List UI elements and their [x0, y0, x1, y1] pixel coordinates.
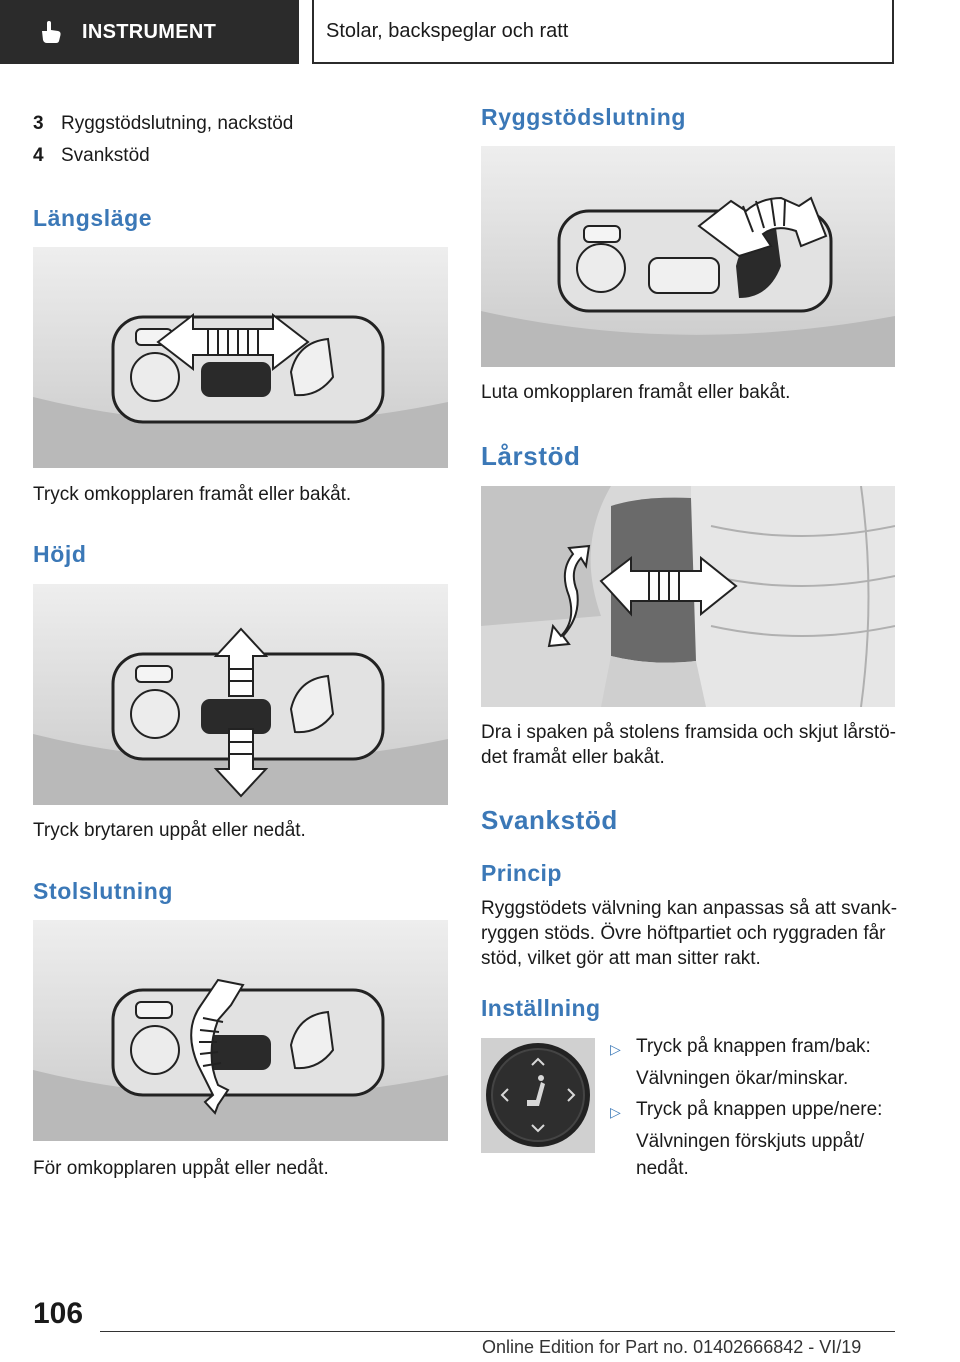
figure-langslage: [33, 247, 448, 468]
list-item-text: Ryggstödslutning, nackstöd: [61, 113, 294, 134]
heading-hojd: Höjd: [33, 541, 87, 567]
section-tab-label: INSTRUMENT: [82, 20, 217, 43]
step-action: Tryck på knappen fram/bak:: [636, 1036, 871, 1057]
princip-line: stöd, vilket gör att man sitter rakt.: [481, 948, 761, 969]
heading-installning: Inställning: [481, 995, 601, 1021]
heading-stolslutning: Stolslutning: [33, 878, 174, 904]
figure-hojd: [33, 584, 448, 805]
page-header: INSTRUMENT Stolar, backspeglar och ratt: [0, 0, 960, 66]
section-tab: INSTRUMENT: [0, 0, 299, 64]
heading-ryggstodslutning: Ryggstödslutning: [481, 104, 687, 130]
footer-divider: [100, 1331, 895, 1332]
step-result: nedåt.: [636, 1158, 689, 1179]
caption-ryggstodslutning: Luta omkopplaren framåt eller bakåt.: [481, 382, 791, 403]
list-item-text: Svankstöd: [61, 145, 150, 166]
step-item: ▷ Tryck på knappen fram/bak:: [610, 1036, 871, 1062]
heading-langslage: Längsläge: [33, 205, 153, 231]
list-item: 4 Svankstöd: [33, 145, 150, 167]
heading-larstod: Lårstöd: [481, 441, 581, 471]
figure-stolslutning: [33, 920, 448, 1141]
heading-svankstod: Svankstöd: [481, 805, 618, 835]
page-number: 106: [33, 1297, 84, 1330]
edition-note: Online Edition for Part no. 01402666842 …: [482, 1337, 862, 1357]
step-action: Tryck på knappen uppe/nere:: [636, 1099, 883, 1120]
figure-lumbar-button: [481, 1038, 595, 1153]
caption-larstod-line1: Dra i spaken på stolens framsida och skj…: [481, 722, 897, 743]
pointing-hand-icon: [42, 21, 61, 43]
list-item-number: 4: [33, 145, 44, 166]
heading-princip: Princip: [481, 860, 562, 886]
step-result: Välvningen ökar/minskar.: [636, 1068, 849, 1089]
triangle-bullet-icon: ▷: [610, 1041, 621, 1057]
list-item: 3 Ryggstödslutning, nackstöd: [33, 113, 293, 135]
princip-line: ryggen stöds. Övre höftpartiet och ryggr…: [481, 923, 886, 944]
chapter-tab: Stolar, backspeglar och ratt: [312, 0, 894, 64]
chapter-tab-label: Stolar, backspeglar och ratt: [326, 19, 569, 42]
figure-larstod: [481, 486, 895, 707]
caption-stolslutning: För omkopplaren uppåt eller nedåt.: [33, 1158, 329, 1179]
caption-larstod-line2: det framåt eller bakåt.: [481, 747, 665, 768]
caption-langslage: Tryck omkopplaren framåt eller bakåt.: [33, 484, 352, 505]
caption-hojd: Tryck brytaren uppåt eller nedåt.: [33, 820, 306, 841]
princip-line: Ryggstödets välvning kan anpassas så att…: [481, 898, 898, 919]
figure-ryggstodslutning: [481, 146, 895, 367]
list-item-number: 3: [33, 113, 44, 134]
step-result: Välvningen förskjuts uppåt/: [636, 1131, 865, 1152]
triangle-bullet-icon: ▷: [610, 1104, 621, 1120]
step-item: ▷ Tryck på knappen uppe/nere:: [610, 1099, 882, 1125]
